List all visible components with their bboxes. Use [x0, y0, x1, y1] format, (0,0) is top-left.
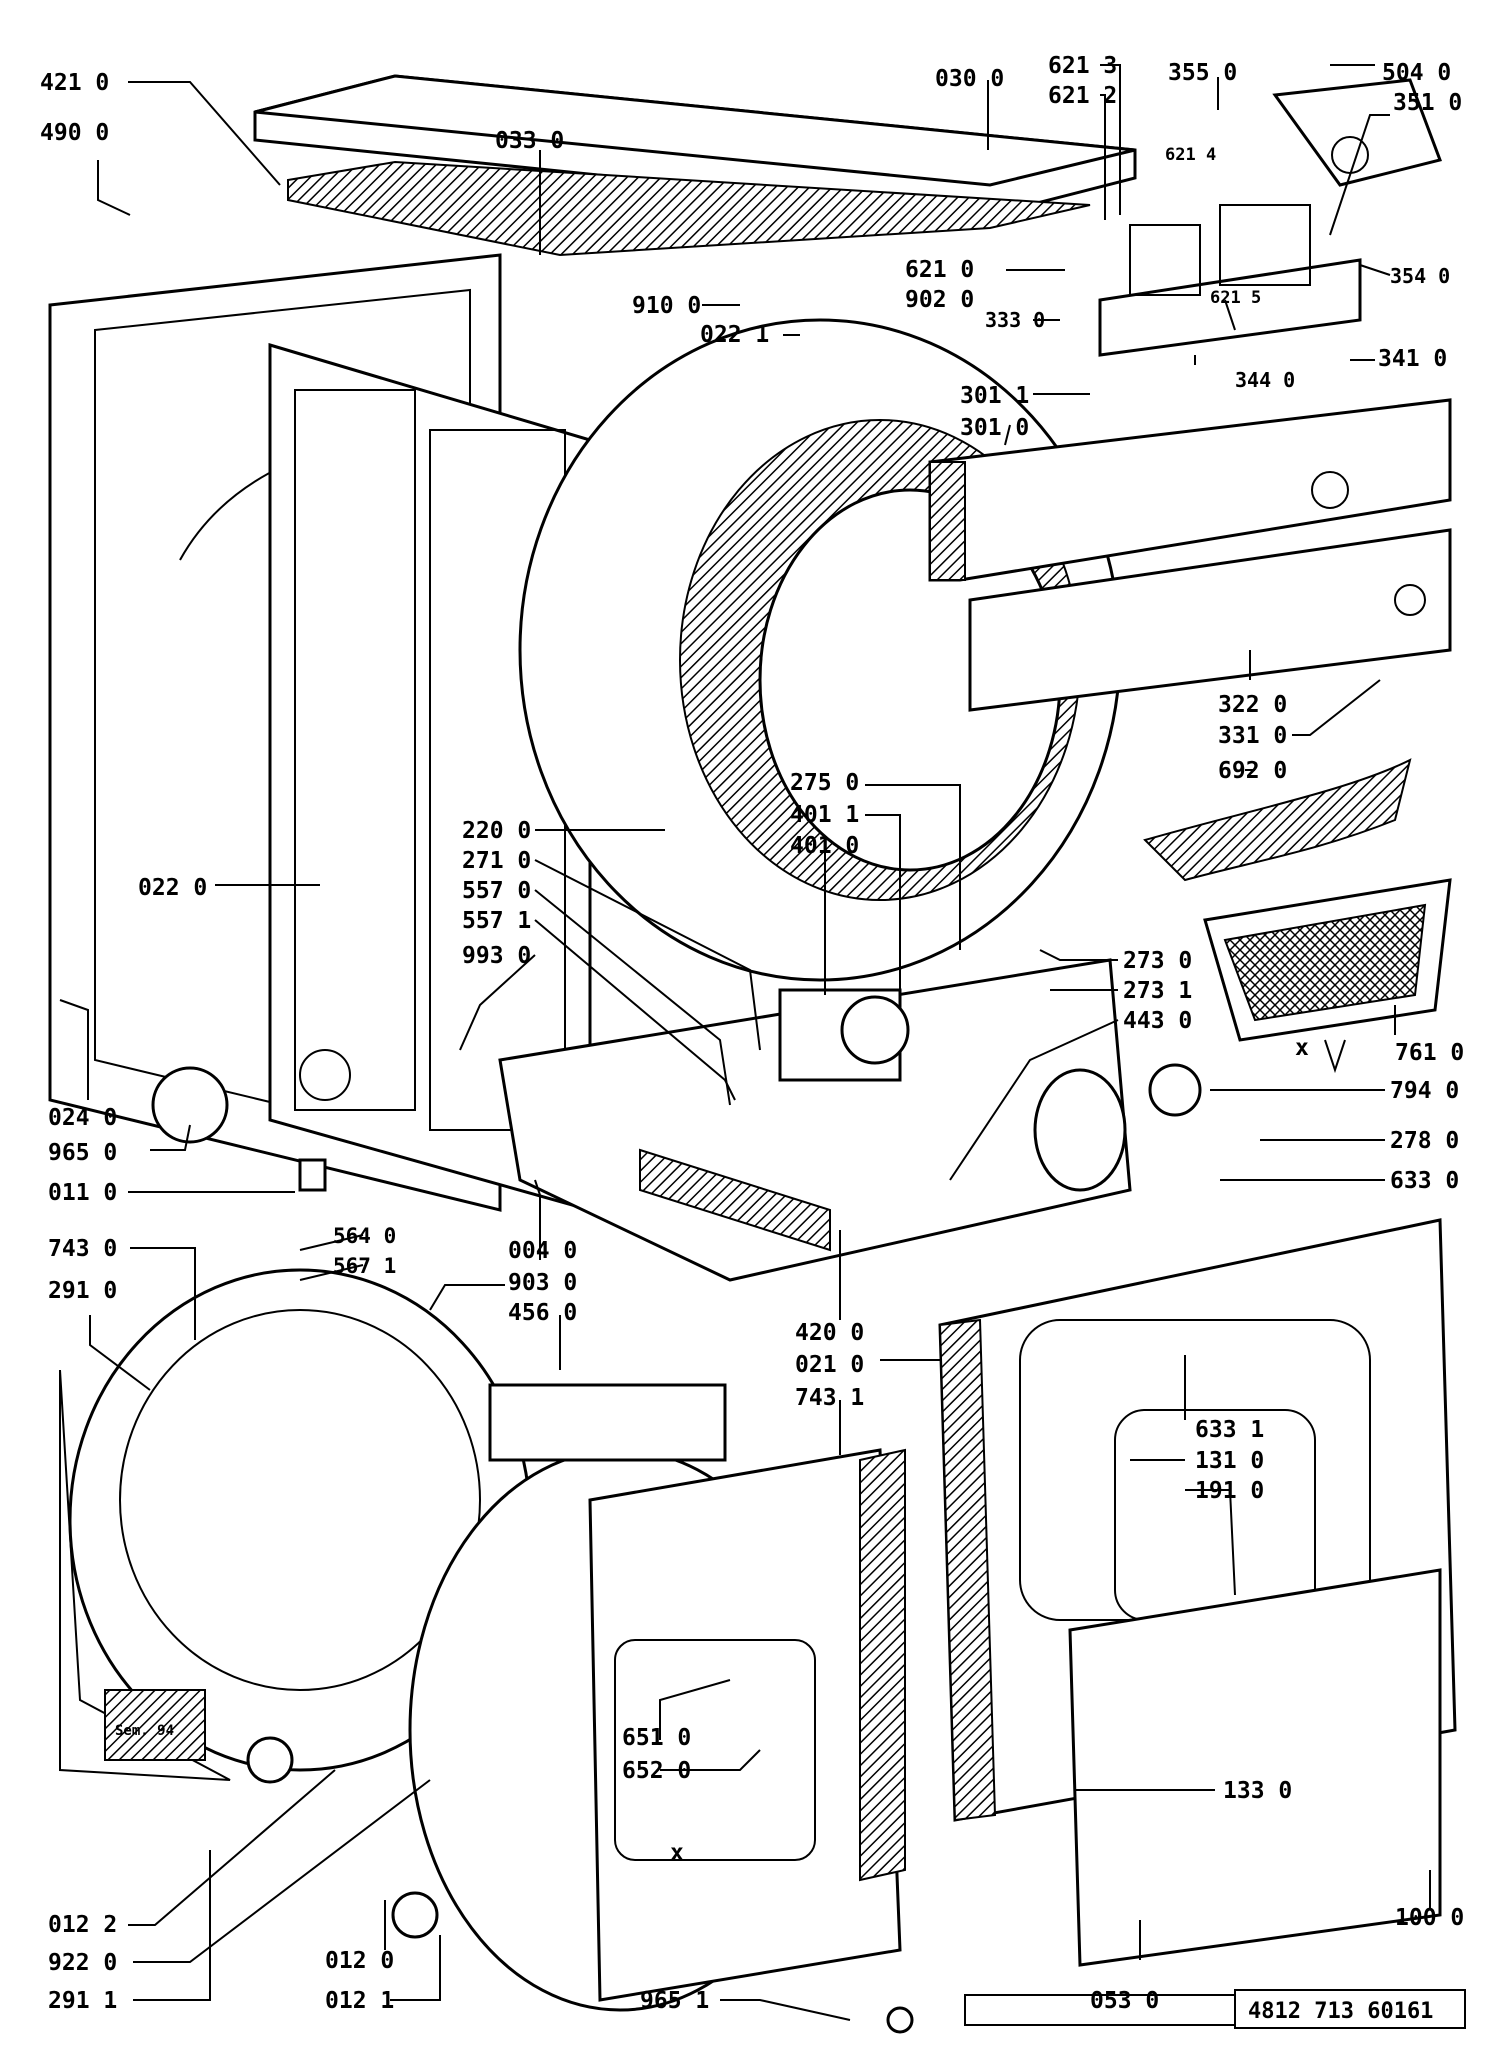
callout-label: 420 0 [795, 1320, 864, 1346]
callout-label: 354 0 [1390, 264, 1450, 288]
callout-label: 621 3 [1048, 53, 1117, 79]
callout-label: 273 0 [1123, 948, 1192, 974]
callout-label: 401 1 [790, 802, 859, 828]
electronic-board [1098, 204, 1362, 357]
direction-marker: x [1295, 1035, 1309, 1061]
callout-label: 692 0 [1218, 758, 1287, 784]
callout-label: 443 0 [1123, 1008, 1192, 1034]
callout-label: 456 0 [508, 1300, 577, 1326]
callout-label: 301 0 [960, 415, 1029, 441]
callout-label: 633 0 [1390, 1168, 1459, 1194]
leader-lines [59, 64, 1431, 2021]
callout-label: 133 0 [1223, 1778, 1292, 1804]
callout-label: 220 0 [462, 818, 531, 844]
callout-label: 301 1 [960, 383, 1029, 409]
callout-label: 965 1 [640, 1988, 709, 2014]
callout-label: 633 1 [1195, 1417, 1264, 1443]
callout-label: 922 0 [48, 1950, 117, 1976]
stamp-text: Sem. 94 [115, 1723, 174, 1739]
callout-label: 131 0 [1195, 1448, 1264, 1474]
callout-label: 743 1 [795, 1385, 864, 1411]
callout-label: 341 0 [1378, 346, 1447, 372]
direction-marker: x [670, 1840, 684, 1866]
front-drum-support [59, 1268, 532, 1784]
callout-label: 100 0 [1395, 1905, 1464, 1931]
callout-label: 271 0 [462, 848, 531, 874]
callout-label: 022 1 [700, 322, 769, 348]
callout-label: 903 0 [508, 1270, 577, 1296]
callout-label: 621 0 [905, 257, 974, 283]
base-frame [498, 958, 1132, 1282]
callout-label: 344 0 [1235, 368, 1295, 392]
callout-label: 794 0 [1390, 1078, 1459, 1104]
callout-label: 021 0 [795, 1352, 864, 1378]
callout-label: 355 0 [1168, 60, 1237, 86]
callout-labels: 421 0 490 0 033 0 030 0 621 3 621 2 355 … [40, 53, 1464, 2014]
top-cover [253, 74, 1137, 257]
callout-label: 333 0 [985, 308, 1045, 332]
callout-label: 490 0 [40, 120, 109, 146]
timer [1272, 78, 1442, 187]
callout-label: 761 0 [1395, 1040, 1464, 1066]
callout-label: 278 0 [1390, 1128, 1459, 1154]
callout-label: 024 0 [48, 1105, 117, 1131]
callout-label: 351 0 [1393, 90, 1462, 116]
filter [1143, 758, 1452, 1074]
callout-label: 053 0 [1090, 1988, 1159, 2014]
callout-label: 557 0 [462, 878, 531, 904]
callout-label: 273 1 [1123, 978, 1192, 1004]
callout-label: 012 2 [48, 1912, 117, 1938]
door [938, 1218, 1457, 2026]
callout-label: 275 0 [790, 770, 859, 796]
callout-label: 993 0 [462, 943, 531, 969]
callout-label: 621 2 [1048, 83, 1117, 109]
callout-label: 022 0 [138, 875, 207, 901]
callout-label: 421 0 [40, 70, 109, 96]
callout-label: 651 0 [622, 1725, 691, 1751]
callout-label: 030 0 [935, 66, 1004, 92]
callout-label: 504 0 [1382, 60, 1451, 86]
callout-label: 401 0 [790, 833, 859, 859]
callout-label: 652 0 [622, 1758, 691, 1784]
callout-label: 012 0 [325, 1948, 394, 1974]
control-panel [928, 398, 1452, 712]
front-panel [408, 1448, 906, 2012]
callout-label: 291 0 [48, 1278, 117, 1304]
callout-label: 743 0 [48, 1236, 117, 1262]
callout-label: 331 0 [1218, 723, 1287, 749]
callout-label: 910 0 [632, 293, 701, 319]
callout-label: 291 1 [48, 1988, 117, 2014]
callout-label: 902 0 [905, 287, 974, 313]
callout-label: 004 0 [508, 1238, 577, 1264]
callout-label: 322 0 [1218, 692, 1287, 718]
callout-label: 011 0 [48, 1180, 117, 1206]
callout-label: 621 5 [1210, 288, 1261, 308]
drawing-number: 4812 713 60161 [1248, 1999, 1433, 2024]
callout-label: 567 1 [333, 1254, 396, 1278]
callout-label: 012 1 [325, 1988, 394, 2014]
callout-label: 191 0 [1195, 1478, 1264, 1504]
callout-label: 557 1 [462, 908, 531, 934]
drawing-number-box: 4812 713 60161 [1234, 1989, 1466, 2029]
callout-label: 621 4 [1165, 145, 1216, 165]
feet-and-small-parts [151, 1063, 1202, 2034]
callout-label: 965 0 [48, 1140, 117, 1166]
callout-label: 033 0 [495, 128, 564, 154]
motor [778, 988, 910, 1082]
callout-label: 564 0 [333, 1224, 396, 1248]
